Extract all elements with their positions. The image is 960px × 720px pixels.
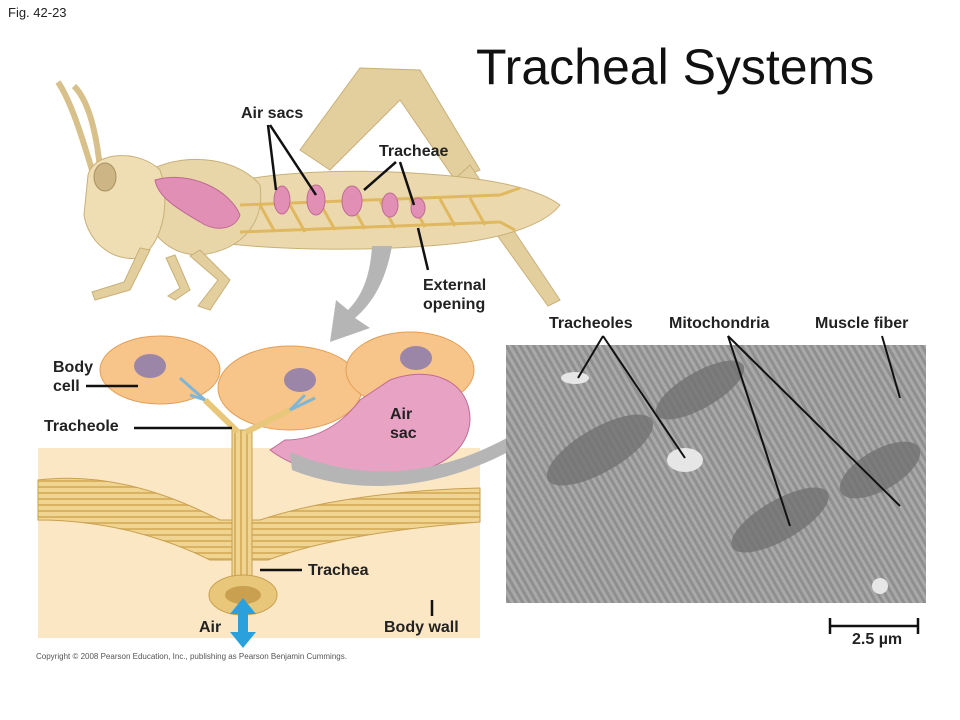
- large-air-sac: [154, 176, 241, 229]
- closeup-leader-lines: [86, 384, 434, 616]
- label-air: Air: [199, 619, 222, 636]
- horizontal-trachea: [37, 477, 481, 561]
- label-body-wall: Body wall: [384, 619, 459, 636]
- antenna: [55, 80, 95, 171]
- label-air-sac-line2: sac: [390, 425, 417, 442]
- grasshopper-leader-lines: [266, 124, 430, 271]
- trachea-vertical: [231, 429, 253, 581]
- front-leg: [91, 247, 151, 301]
- copyright-notice: Copyright © 2008 Pearson Education, Inc.…: [36, 652, 347, 661]
- label-tracheae: Tracheae: [379, 143, 449, 160]
- eye: [93, 162, 117, 192]
- pointer-arrow-to-closeup: [330, 246, 392, 342]
- nucleus: [284, 368, 316, 392]
- label-air-sacs: Air sacs: [241, 105, 304, 122]
- grasshopper-illustration: [55, 67, 561, 311]
- label-muscle-fiber: Muscle fiber: [815, 315, 909, 332]
- label-external-opening-line1: External: [423, 277, 487, 294]
- label-external-opening-line2: opening: [423, 296, 486, 313]
- label-mitochondria: Mitochondria: [669, 315, 770, 332]
- label-air-sac-line1: Air: [390, 406, 413, 423]
- air-flow-arrow: [230, 598, 256, 648]
- label-trachea: Trachea: [308, 562, 369, 579]
- hind-leg-femur: [299, 67, 481, 181]
- page-title: Tracheal Systems: [476, 39, 875, 95]
- mid-leg: [189, 249, 231, 311]
- label-body-cell-line2: cell: [53, 378, 80, 395]
- tracheole-tips: [179, 376, 316, 412]
- label-body-cell: Body cell: [53, 358, 93, 396]
- label-air-sac: Air sac: [390, 405, 417, 443]
- label-external-opening: External opening: [423, 276, 486, 314]
- label-tracheole: Tracheole: [44, 418, 119, 435]
- micrograph-leader-lines: [577, 335, 901, 527]
- front-leg: [165, 254, 191, 301]
- label-scale-bar: 2.5 µm: [852, 631, 903, 648]
- scale-bar: [828, 618, 920, 634]
- nucleus: [400, 346, 432, 370]
- figure-number: Fig. 42-23: [8, 5, 67, 20]
- label-tracheoles: Tracheoles: [549, 315, 633, 332]
- tracheoles: [202, 397, 292, 435]
- label-body-cell-line1: Body: [53, 359, 93, 376]
- nucleus: [134, 354, 166, 378]
- closeup-panel: [37, 331, 481, 648]
- air-sacs: [154, 176, 426, 229]
- antenna: [71, 83, 103, 169]
- electron-micrograph: [506, 345, 926, 603]
